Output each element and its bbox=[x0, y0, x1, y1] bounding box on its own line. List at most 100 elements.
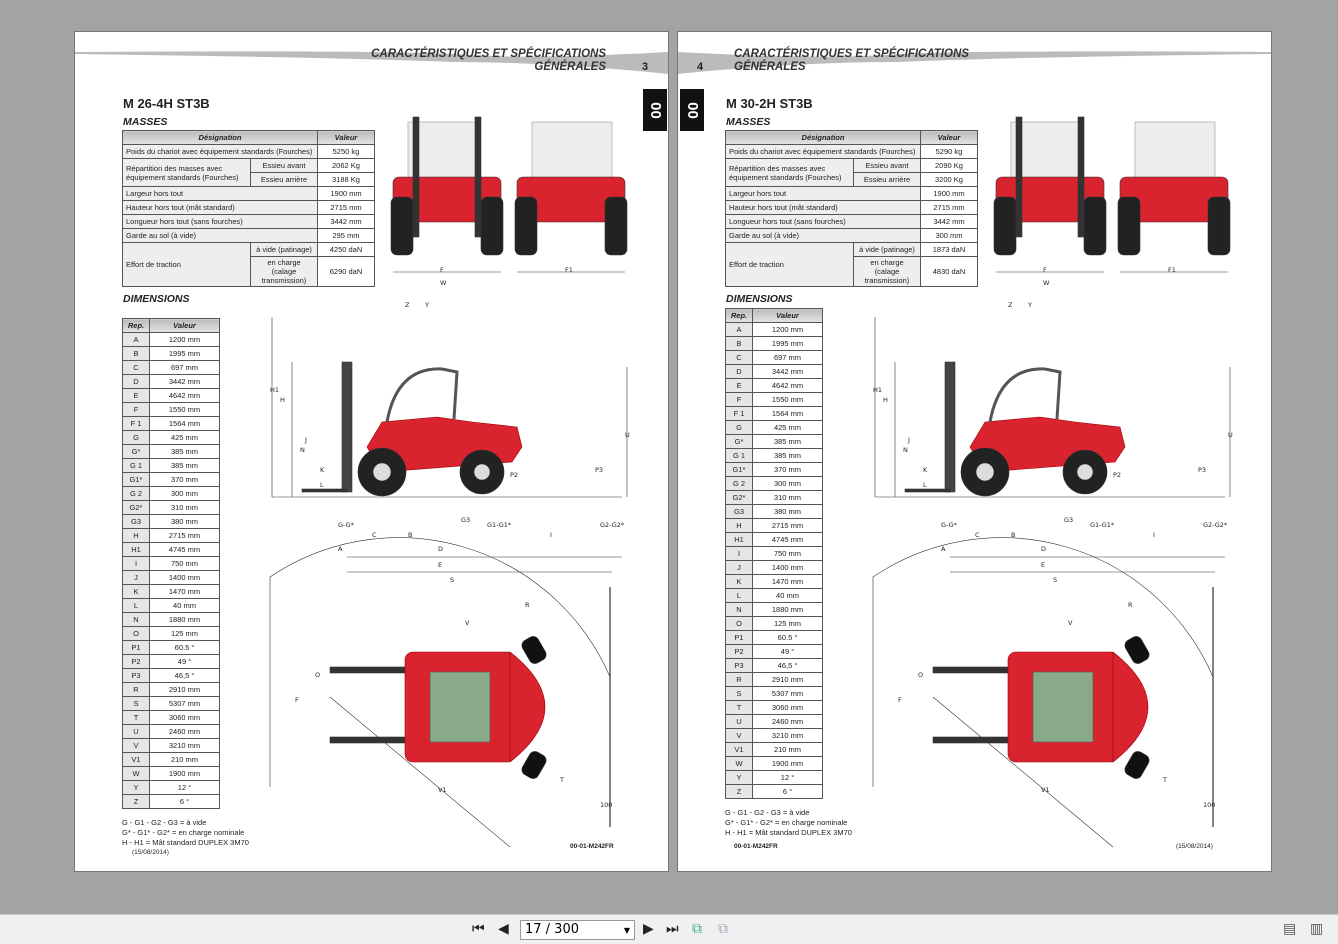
diagram-label: F bbox=[1043, 266, 1047, 274]
diagram-label: E bbox=[1041, 561, 1045, 569]
dimension-row: G2*310 mm bbox=[122, 500, 220, 515]
dimension-ref: G2* bbox=[122, 500, 150, 515]
dimension-value: 6 ° bbox=[149, 794, 220, 809]
first-page-button[interactable]: ⏮ bbox=[472, 921, 485, 937]
diagram-label: R bbox=[1128, 601, 1133, 609]
diagram-label: H1 bbox=[873, 386, 882, 394]
diagram-label: E bbox=[438, 561, 442, 569]
dimension-ref: G bbox=[122, 430, 150, 445]
diagram-label: G2-G2* bbox=[600, 521, 625, 529]
diagram-label: F bbox=[440, 266, 444, 274]
col-header: Valeur bbox=[149, 318, 220, 333]
dimension-ref: I bbox=[122, 556, 150, 571]
dimensions-heading: DIMENSIONS bbox=[123, 293, 190, 305]
row-label: Garde au sol (à vide) bbox=[122, 228, 318, 243]
dimension-ref: W bbox=[725, 756, 753, 771]
diagram-label: P1 bbox=[963, 466, 971, 474]
diagram-label: P1 bbox=[360, 466, 368, 474]
dimension-ref: F 1 bbox=[725, 406, 753, 421]
diagram-label: C bbox=[372, 531, 377, 539]
diagram-label: P3 bbox=[595, 466, 603, 474]
rear-view-drawing bbox=[1117, 121, 1231, 273]
row-label: Répartition des masses avec équipement s… bbox=[122, 158, 251, 187]
dimension-ref: H1 bbox=[122, 542, 150, 557]
dimension-ref: R bbox=[122, 682, 150, 697]
diagram-label: S bbox=[1053, 576, 1057, 584]
diagram-label: P2 bbox=[1113, 471, 1121, 479]
diagram-label: F1 bbox=[1168, 266, 1176, 274]
dimension-ref: G* bbox=[725, 434, 753, 449]
top-view-drawing bbox=[872, 537, 1214, 848]
diagram-label: B bbox=[408, 531, 412, 539]
diagram-label: J bbox=[907, 436, 910, 444]
diagram-label: P2 bbox=[510, 471, 518, 479]
diagram-label: K bbox=[320, 466, 325, 474]
dimension-ref: A bbox=[725, 322, 753, 337]
dimension-row: G2*310 mm bbox=[725, 490, 823, 505]
dimension-row: G*385 mm bbox=[122, 444, 220, 459]
dimension-ref: V1 bbox=[725, 742, 753, 757]
row-label: Effort de traction bbox=[725, 242, 854, 287]
diagram-label: F bbox=[898, 696, 902, 704]
diagram-label: A bbox=[338, 545, 343, 553]
chapter-tab: 00 bbox=[643, 89, 667, 131]
diagram-label: K bbox=[923, 466, 928, 474]
dimension-ref: I bbox=[725, 546, 753, 561]
header-line: GÉNÉRALES bbox=[534, 61, 606, 73]
diagram-label: L bbox=[923, 481, 927, 489]
diagram-label: S bbox=[450, 576, 454, 584]
last-page-button[interactable]: ⏭ bbox=[666, 921, 679, 937]
page-number: 3 bbox=[642, 61, 649, 73]
page-number-select[interactable]: 17 / 300 ▼ bbox=[520, 920, 635, 940]
diagram-label: V bbox=[465, 619, 470, 627]
continuous-view-icon[interactable]: ⧉ bbox=[718, 921, 728, 937]
row-sublabel: Essieu arrière bbox=[853, 172, 921, 187]
diagram-label: O bbox=[315, 671, 320, 679]
diagram-label: G2-G2* bbox=[1203, 521, 1228, 529]
diagram-label: J bbox=[304, 436, 307, 444]
dimension-ref: P1 bbox=[725, 630, 753, 645]
row-label: Largeur hors tout bbox=[122, 186, 318, 201]
dimension-ref: Y bbox=[725, 770, 753, 785]
diagram-label: V1 bbox=[1041, 786, 1050, 794]
dimension-ref: J bbox=[122, 570, 150, 585]
diagram-label: R bbox=[525, 601, 530, 609]
page-number-value: 17 / 300 bbox=[525, 922, 579, 937]
facing-page-icon[interactable]: ▥ bbox=[1310, 921, 1324, 937]
dimension-ref: P3 bbox=[725, 658, 753, 673]
footnote: G* - G1* - G2* = en charge nominale bbox=[122, 828, 245, 837]
document-code: 00-01-M242FR bbox=[570, 843, 614, 850]
single-page-icon[interactable]: ▤ bbox=[1283, 921, 1297, 937]
col-header: Valeur bbox=[920, 130, 978, 145]
diagram-label: N bbox=[300, 446, 305, 454]
next-page-button[interactable]: ▶ bbox=[643, 921, 654, 937]
previous-page-button[interactable]: ◀ bbox=[498, 921, 509, 937]
diagram-label: Y bbox=[1027, 301, 1032, 309]
col-header: Valeur bbox=[317, 130, 375, 145]
two-page-view-icon[interactable]: ⧉ bbox=[692, 921, 702, 937]
date-label: (15/08/2014) bbox=[132, 849, 169, 856]
chevron-down-icon: ▼ bbox=[623, 926, 630, 935]
dimension-row: G*385 mm bbox=[725, 434, 823, 449]
diagram-label: H bbox=[280, 396, 285, 404]
footnote: G - G1 - G2 - G3 = à vide bbox=[725, 808, 810, 817]
dimension-value: 385 mm bbox=[752, 434, 823, 449]
dimension-ref: G3 bbox=[122, 514, 150, 529]
